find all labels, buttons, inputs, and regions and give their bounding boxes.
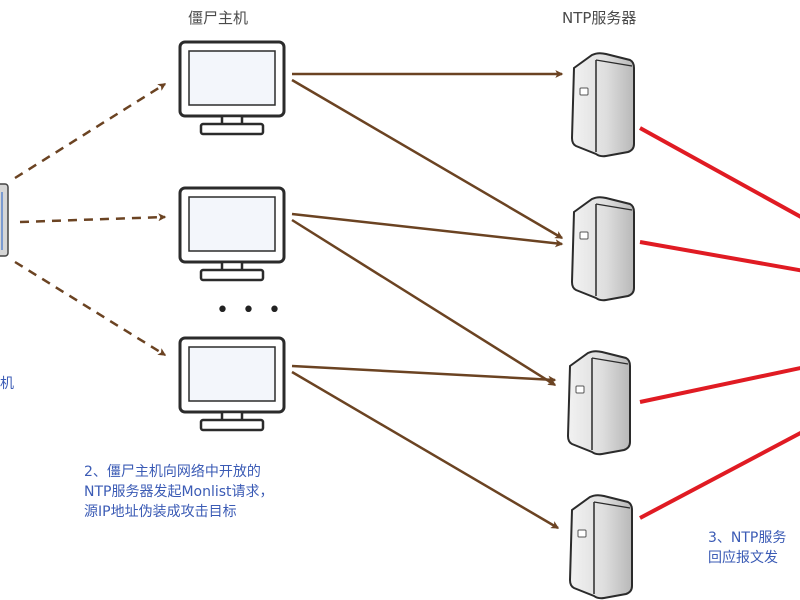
- step3-note-line2: 回应报文发: [708, 550, 778, 566]
- request-arrow-3: [291, 212, 564, 248]
- step2-note-line1: 2、僵尸主机向网络中开放的: [84, 464, 261, 480]
- step2-note-line2: NTP服务器发起Monlist请求，: [84, 484, 274, 500]
- command-arrow-2: [19, 213, 167, 224]
- request-arrow-2: [291, 78, 564, 240]
- attacker-device-icon: [0, 183, 9, 257]
- monitor-icon: [178, 186, 286, 282]
- server-tower-icon: [570, 52, 635, 158]
- reflected-traffic: [639, 126, 800, 520]
- step3-note: 3、NTP服务 回应报文发: [708, 528, 786, 568]
- reflected-line-4: [639, 431, 800, 520]
- step2-note: 2、僵尸主机向网络中开放的 NTP服务器发起Monlist请求， 源IP地址伪装…: [84, 462, 274, 522]
- request-arrow-5: [291, 364, 557, 384]
- zombie-host-3: [178, 336, 286, 432]
- reflected-line-1: [639, 126, 800, 219]
- request-arrows: [291, 70, 564, 530]
- zombie-hosts-header: 僵尸主机: [188, 9, 249, 27]
- ntp-servers-header: NTP服务器: [562, 9, 637, 27]
- request-arrow-4: [291, 218, 557, 387]
- ntp-server-2: [570, 196, 635, 302]
- monitor-icon: [178, 40, 286, 136]
- reflected-line-2: [639, 240, 800, 273]
- server-tower-icon: [566, 350, 631, 456]
- step2-note-line3: 源IP地址伪装成攻击目标: [84, 504, 237, 520]
- reflected-line-3: [639, 366, 800, 404]
- ntp-server-1: [570, 52, 635, 158]
- command-arrow-3: [14, 260, 167, 357]
- ntp-server-3: [566, 350, 631, 456]
- server-tower-icon: [570, 196, 635, 302]
- ntp-server-4: [568, 494, 633, 600]
- zombie-host-1: [178, 40, 286, 136]
- server-tower-icon: [568, 494, 633, 600]
- request-arrow-6: [291, 370, 560, 530]
- command-arrows: [14, 82, 167, 357]
- more-hosts-ellipsis: • • •: [216, 298, 284, 323]
- attacker-label-fragment: 机: [0, 376, 14, 392]
- step3-note-line1: 3、NTP服务: [708, 530, 787, 546]
- command-arrow-1: [14, 82, 167, 180]
- monitor-icon: [178, 336, 286, 432]
- zombie-host-2: [178, 186, 286, 282]
